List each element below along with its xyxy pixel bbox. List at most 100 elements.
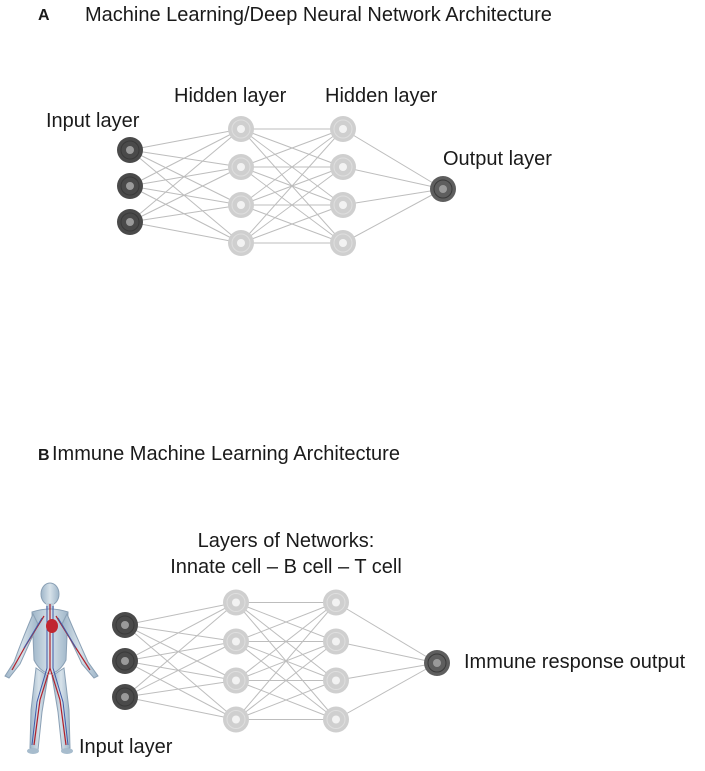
- input-layer-label: Input layer: [46, 110, 140, 132]
- net-a-edge: [240, 128, 344, 206]
- net-a-output-node-ring: [433, 179, 453, 199]
- net-a-edge: [129, 185, 242, 206]
- net-a-hidden-node-ring: [333, 233, 353, 253]
- input-layer-label-b: Input layer: [79, 736, 173, 758]
- net-a-hidden-node-core: [339, 239, 347, 247]
- net-a-edge: [342, 188, 444, 206]
- net-b-edge: [124, 660, 237, 720]
- net-a-input-node-ring: [120, 140, 140, 160]
- net-b-edge: [124, 602, 237, 662]
- net-a-edge: [129, 149, 242, 168]
- net-b-hidden-node-core: [332, 715, 340, 724]
- net-b-edge: [124, 660, 237, 681]
- net-b-input-node-core: [121, 657, 129, 665]
- net-b-output-node-ring: [427, 653, 447, 673]
- net-a-edge: [342, 188, 444, 244]
- net-b-hidden-node-core: [232, 715, 240, 724]
- net-a-hidden-node-core: [339, 163, 347, 171]
- net-b-hidden-node-core: [232, 637, 240, 646]
- net-b-hidden-node-core: [332, 676, 340, 685]
- net-a-edge: [129, 221, 242, 244]
- net-a-output-node-core: [439, 185, 447, 193]
- net-b-input-node-core: [121, 693, 129, 701]
- net-b-edge: [335, 641, 438, 664]
- net-b-edge: [335, 602, 438, 664]
- output-layer-label: Output layer: [443, 148, 552, 170]
- net-a-hidden-node-ring: [231, 157, 251, 177]
- net-a-hidden-node-core: [339, 201, 347, 209]
- net-a-hidden-node-ring: [231, 195, 251, 215]
- net-a-edge: [129, 149, 242, 206]
- net-b-input-node-ring: [115, 651, 135, 671]
- net-a-input-node-core: [126, 218, 134, 226]
- net-b-hidden-node-ring: [326, 593, 346, 612]
- net-b-hidden-node-ring: [226, 671, 246, 690]
- net-a-input-node-ring: [120, 176, 140, 196]
- net-a-edge: [240, 166, 344, 244]
- net-a-edge: [129, 204, 242, 223]
- panel-b-title: Immune Machine Learning Architecture: [52, 443, 400, 465]
- net-b-edge: [124, 696, 237, 720]
- net-a-hidden-node-ring: [333, 119, 353, 139]
- net-a-edge: [129, 149, 242, 244]
- net-b-edge: [124, 680, 237, 698]
- net-a-edge: [342, 128, 444, 190]
- net-b-hidden-node-ring: [326, 632, 346, 651]
- hidden-layer-1-label: Hidden layer: [174, 85, 287, 107]
- net-a-edge: [342, 166, 444, 190]
- net-b-edge: [124, 641, 237, 698]
- panel-a-title: Machine Learning/Deep Neural Network Arc…: [85, 4, 552, 26]
- net-b-edge: [124, 624, 237, 642]
- net-b-hidden-node-core: [232, 598, 240, 607]
- net-a-hidden-node-core: [339, 125, 347, 133]
- net-a-edge: [129, 166, 242, 223]
- net-a-edge: [240, 204, 344, 244]
- net-a-hidden-node-core: [237, 201, 245, 209]
- net-b-edge: [235, 641, 337, 720]
- networks-label-line1: Layers of Networks:: [197, 530, 375, 552]
- net-b-edge: [124, 602, 237, 698]
- net-a-edge: [129, 166, 242, 187]
- hidden-layer-2-label: Hidden layer: [325, 85, 438, 107]
- net-a-hidden-node-ring: [231, 119, 251, 139]
- human-body-figure: [4, 582, 99, 754]
- net-a-input-node-core: [126, 182, 134, 190]
- net-b-hidden-node-core: [332, 598, 340, 607]
- net-b-hidden-node-ring: [226, 593, 246, 612]
- net-b-edge: [335, 662, 438, 720]
- net-b-hidden-node-core: [232, 676, 240, 685]
- networks-label-line2: Innate cell – B cell – T cell: [170, 556, 402, 578]
- net-a-edge: [129, 128, 242, 223]
- net-a-hidden-node-ring: [333, 157, 353, 177]
- net-b-edge: [335, 662, 438, 681]
- net-b-hidden-node-ring: [326, 671, 346, 690]
- net-b-input-node-ring: [115, 615, 135, 635]
- net-b-hidden-node-core: [332, 637, 340, 646]
- net-a-hidden-node-ring: [333, 195, 353, 215]
- net-b-edge: [235, 602, 337, 720]
- net-b-hidden-node-ring: [226, 632, 246, 651]
- network-a: [117, 116, 456, 256]
- net-a-edge: [129, 185, 242, 244]
- network-b: [112, 589, 450, 733]
- net-a-hidden-node-ring: [231, 233, 251, 253]
- net-a-hidden-node-core: [237, 125, 245, 133]
- net-a-edge: [240, 128, 344, 168]
- panel-a-letter: A: [38, 7, 50, 24]
- net-b-edge: [124, 602, 237, 626]
- net-b-edge: [124, 624, 237, 720]
- net-a-edge: [129, 128, 242, 187]
- immune-response-output-label: Immune response output: [464, 651, 686, 673]
- net-a-hidden-node-core: [237, 239, 245, 247]
- net-a-input-node-core: [126, 146, 134, 154]
- net-b-input-node-ring: [115, 687, 135, 707]
- net-a-hidden-node-core: [237, 163, 245, 171]
- net-b-edge: [235, 602, 337, 681]
- net-b-hidden-node-ring: [226, 710, 246, 729]
- net-a-input-node-ring: [120, 212, 140, 232]
- net-b-edge: [235, 602, 337, 642]
- net-a-edge: [240, 128, 344, 244]
- panel-b-letter: B: [38, 447, 50, 464]
- net-b-input-node-core: [121, 621, 129, 629]
- net-b-hidden-node-ring: [326, 710, 346, 729]
